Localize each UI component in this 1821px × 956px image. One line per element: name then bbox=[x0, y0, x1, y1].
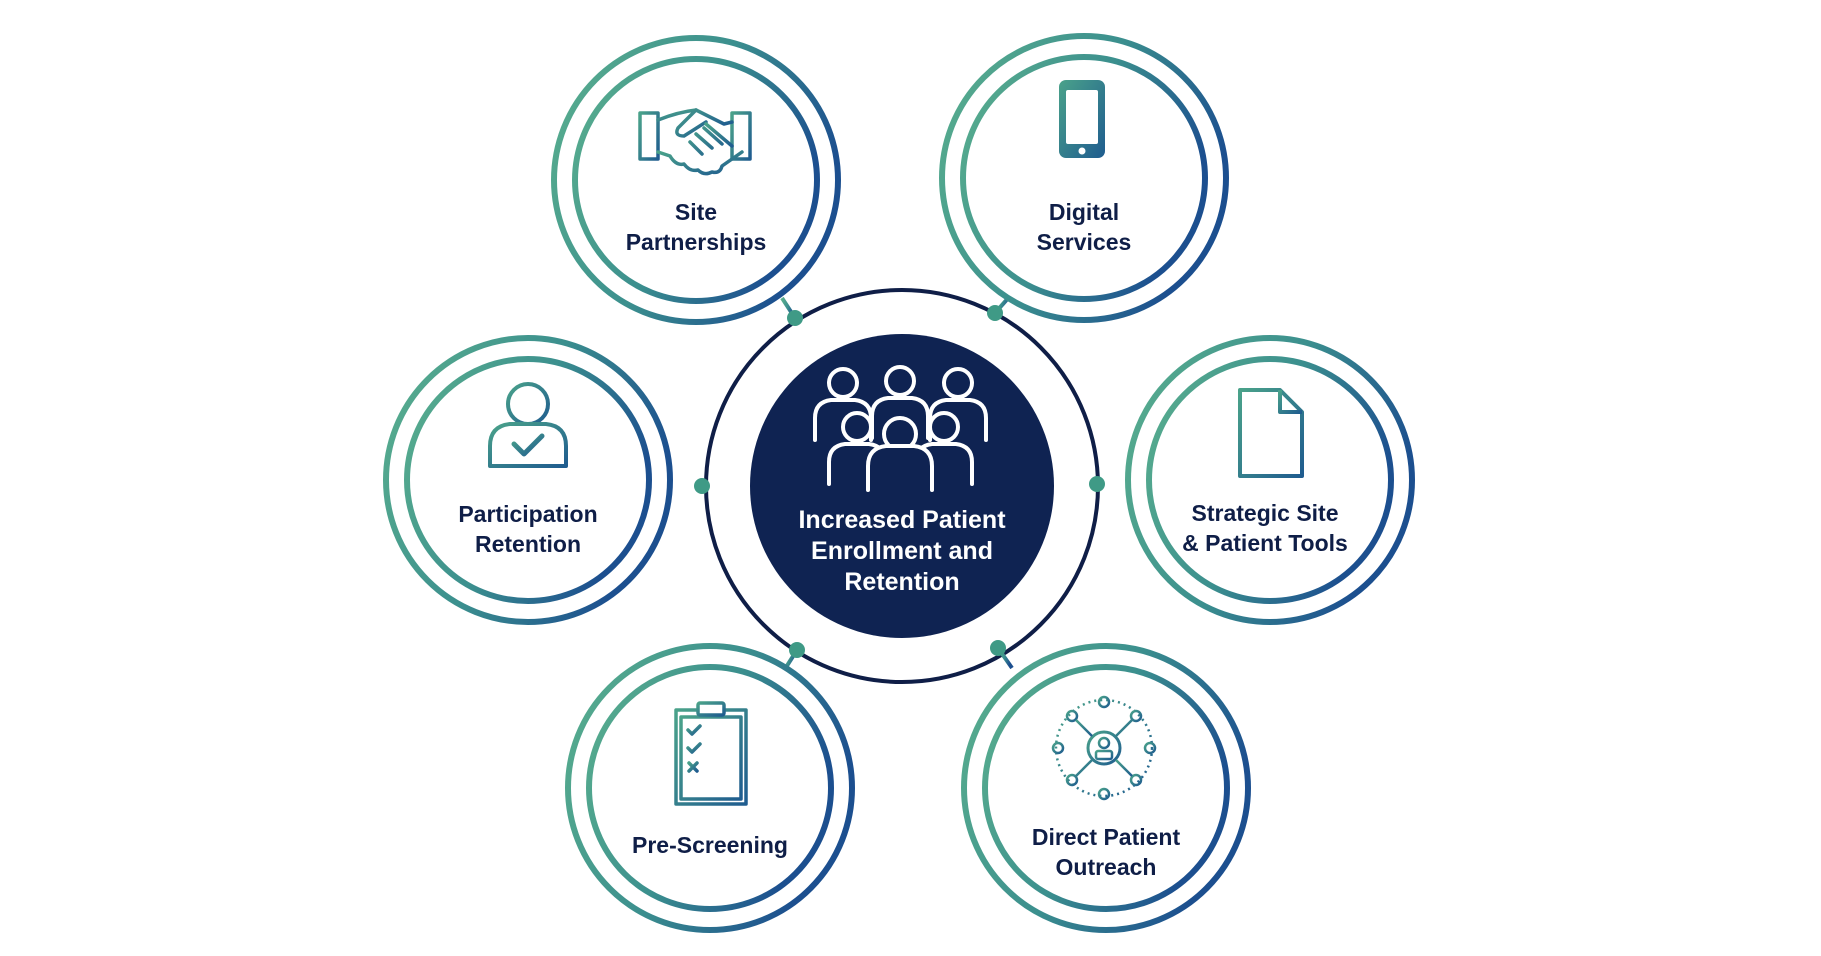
node-ring-strategic-tools bbox=[1125, 335, 1415, 625]
connector-dot-direct-outreach bbox=[990, 640, 1006, 656]
node-ring-digital-services bbox=[939, 33, 1229, 323]
node-label-site-partnerships: Site Partnerships bbox=[625, 199, 767, 255]
handshake-icon bbox=[638, 108, 752, 176]
node-ring-site-partnerships bbox=[551, 35, 841, 325]
connector-dot-digital-services bbox=[987, 305, 1003, 321]
node-ring-pre-screening bbox=[565, 643, 855, 933]
node-label-pre-screening: Pre-Screening bbox=[632, 832, 788, 858]
smartphone-icon bbox=[1059, 80, 1105, 158]
connector-dot-site-partnerships bbox=[787, 310, 803, 326]
connector-dot-strategic-tools bbox=[1089, 476, 1105, 492]
center-title: Increased Patient Enrollment and Retenti… bbox=[798, 506, 1006, 596]
people-group-icon bbox=[813, 365, 988, 492]
node-label-participation-retention: Participation Retention bbox=[458, 501, 598, 557]
clipboard-checklist-icon bbox=[674, 701, 748, 806]
node-label-direct-outreach: Direct Patient Outreach bbox=[1031, 824, 1181, 880]
node-ring-direct-outreach bbox=[961, 643, 1251, 933]
node-label-digital-services: Digital Services bbox=[1036, 199, 1132, 255]
document-icon bbox=[1238, 388, 1304, 478]
connector-dot-pre-screening bbox=[789, 642, 805, 658]
user-check-icon bbox=[488, 382, 568, 468]
network-person-icon bbox=[1051, 695, 1157, 801]
node-rings bbox=[383, 33, 1415, 933]
node-ring-participation-retention bbox=[383, 335, 673, 625]
node-label-strategic-tools: Strategic Site & Patient Tools bbox=[1182, 500, 1348, 556]
connector-dot-participation-retention bbox=[694, 478, 710, 494]
